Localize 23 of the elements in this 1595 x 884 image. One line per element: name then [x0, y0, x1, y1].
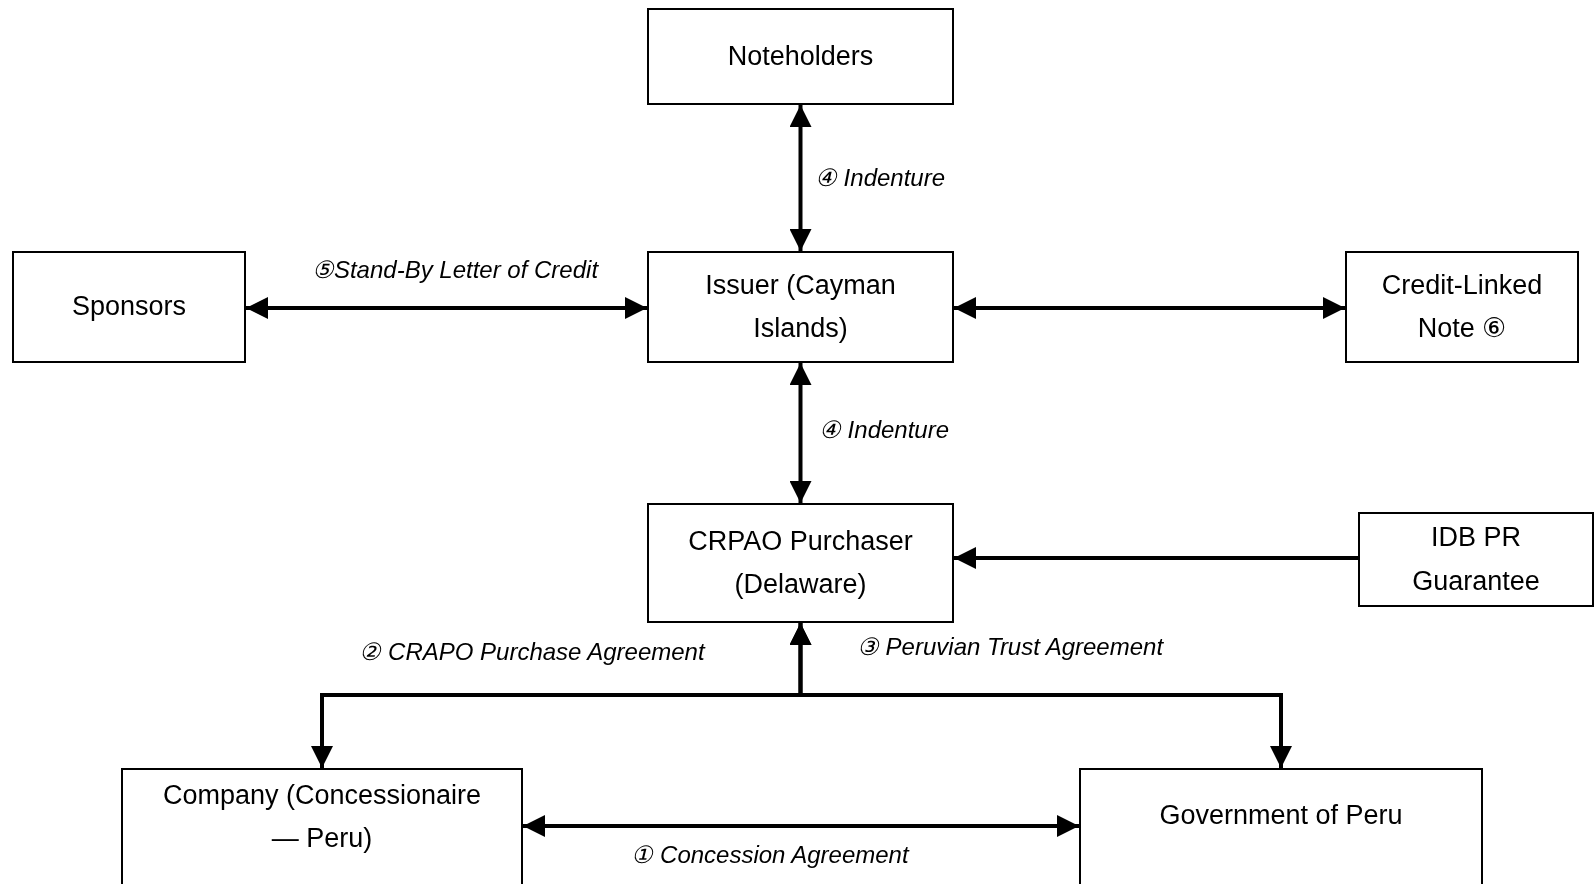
box-label: CRPAO Purchaser (Delaware): [687, 524, 914, 601]
arrow: [954, 297, 1345, 319]
entity-box: [647, 503, 954, 623]
entity-box: [1079, 768, 1483, 884]
arrow: [246, 297, 647, 319]
entity-box: [12, 251, 246, 363]
arrow: [789, 363, 812, 503]
entity-box: [1358, 512, 1594, 607]
box-label: Noteholders: [727, 39, 874, 73]
box-label: Issuer (Cayman Islands): [704, 268, 897, 345]
entity-box: [647, 8, 954, 105]
box-label: Credit-Linked Note ⑥: [1380, 268, 1544, 345]
arrow: [523, 815, 1079, 837]
arrow: [954, 547, 1358, 569]
arrow: [789, 105, 812, 251]
entity-box: [1345, 251, 1579, 363]
box-label: Company (Concessionaire — Peru): [161, 779, 483, 856]
box-label: IDB PR Guarantee: [1411, 521, 1541, 598]
box-label: Government of Peru: [1159, 799, 1403, 832]
box-label: Sponsors: [71, 290, 187, 324]
entity-box: [121, 768, 523, 884]
arrow: [789, 623, 1292, 768]
entity-box: [647, 251, 954, 363]
